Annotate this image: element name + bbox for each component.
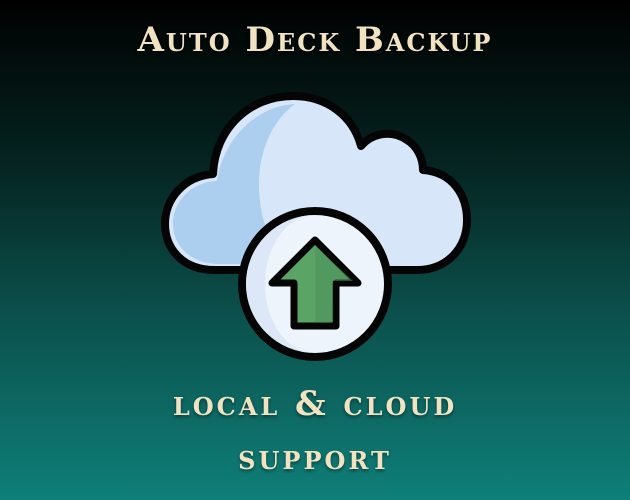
cloud-upload-icon	[155, 88, 475, 363]
arrow-shading	[315, 246, 353, 322]
cloud-shading	[173, 104, 295, 264]
circle-shading	[246, 215, 315, 353]
subtitle-line-2: support	[238, 438, 392, 478]
app-title: Auto Deck Backup	[137, 20, 493, 60]
subtitle-line-1: local & cloud	[172, 384, 458, 424]
